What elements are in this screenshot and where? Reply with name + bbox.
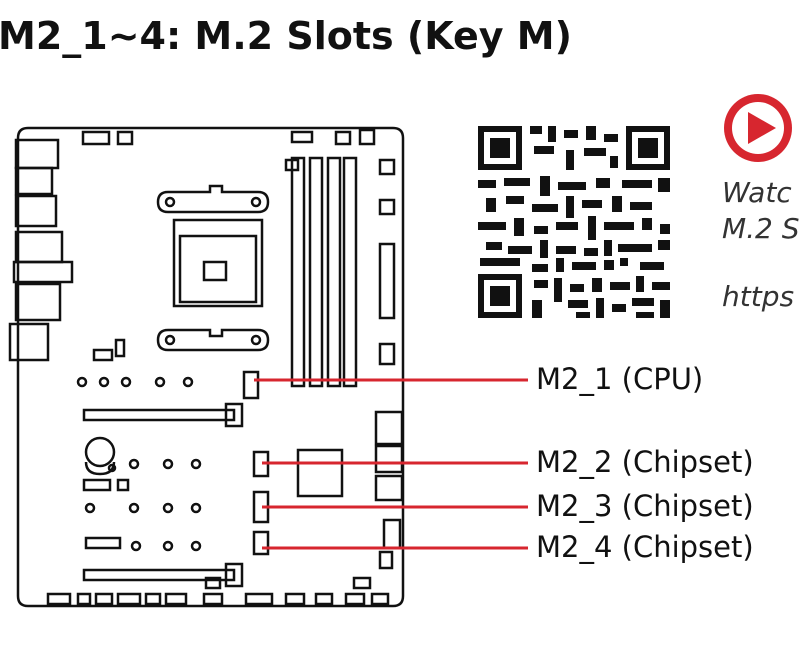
io-port	[14, 138, 60, 170]
io-port	[14, 166, 54, 196]
play-icon	[724, 94, 792, 162]
m2-2-label: M2_2 (Chipset)	[536, 445, 754, 479]
board-outline	[16, 126, 405, 608]
pcie-slot	[82, 568, 236, 582]
qr-code-icon	[478, 126, 670, 318]
m2-1-label: M2_1 (CPU)	[536, 362, 704, 396]
pcie-slot	[82, 408, 236, 422]
io-port	[12, 260, 74, 284]
m2-4-slot	[252, 530, 270, 556]
video-caption-line1: Watc	[722, 176, 792, 209]
dimm-slot	[308, 156, 324, 388]
m2-3-label: M2_3 (Chipset)	[536, 489, 754, 523]
dimm-slot	[342, 156, 358, 388]
chipset	[296, 448, 344, 498]
io-port	[14, 194, 58, 228]
io-port	[14, 230, 64, 264]
io-port	[8, 322, 50, 362]
cmos-battery	[84, 436, 116, 468]
io-port	[14, 282, 62, 322]
video-caption-line2: M.2 S	[722, 212, 800, 245]
dimm-slot	[326, 156, 342, 388]
page-title: M2_1~4: M.2 Slots (Key M)	[0, 14, 572, 58]
video-url[interactable]: https	[722, 280, 795, 313]
m2-4-label: M2_4 (Chipset)	[536, 530, 754, 564]
cpu-socket	[172, 218, 264, 308]
dimm-slot	[290, 156, 306, 388]
m2-1-slot	[242, 370, 260, 400]
